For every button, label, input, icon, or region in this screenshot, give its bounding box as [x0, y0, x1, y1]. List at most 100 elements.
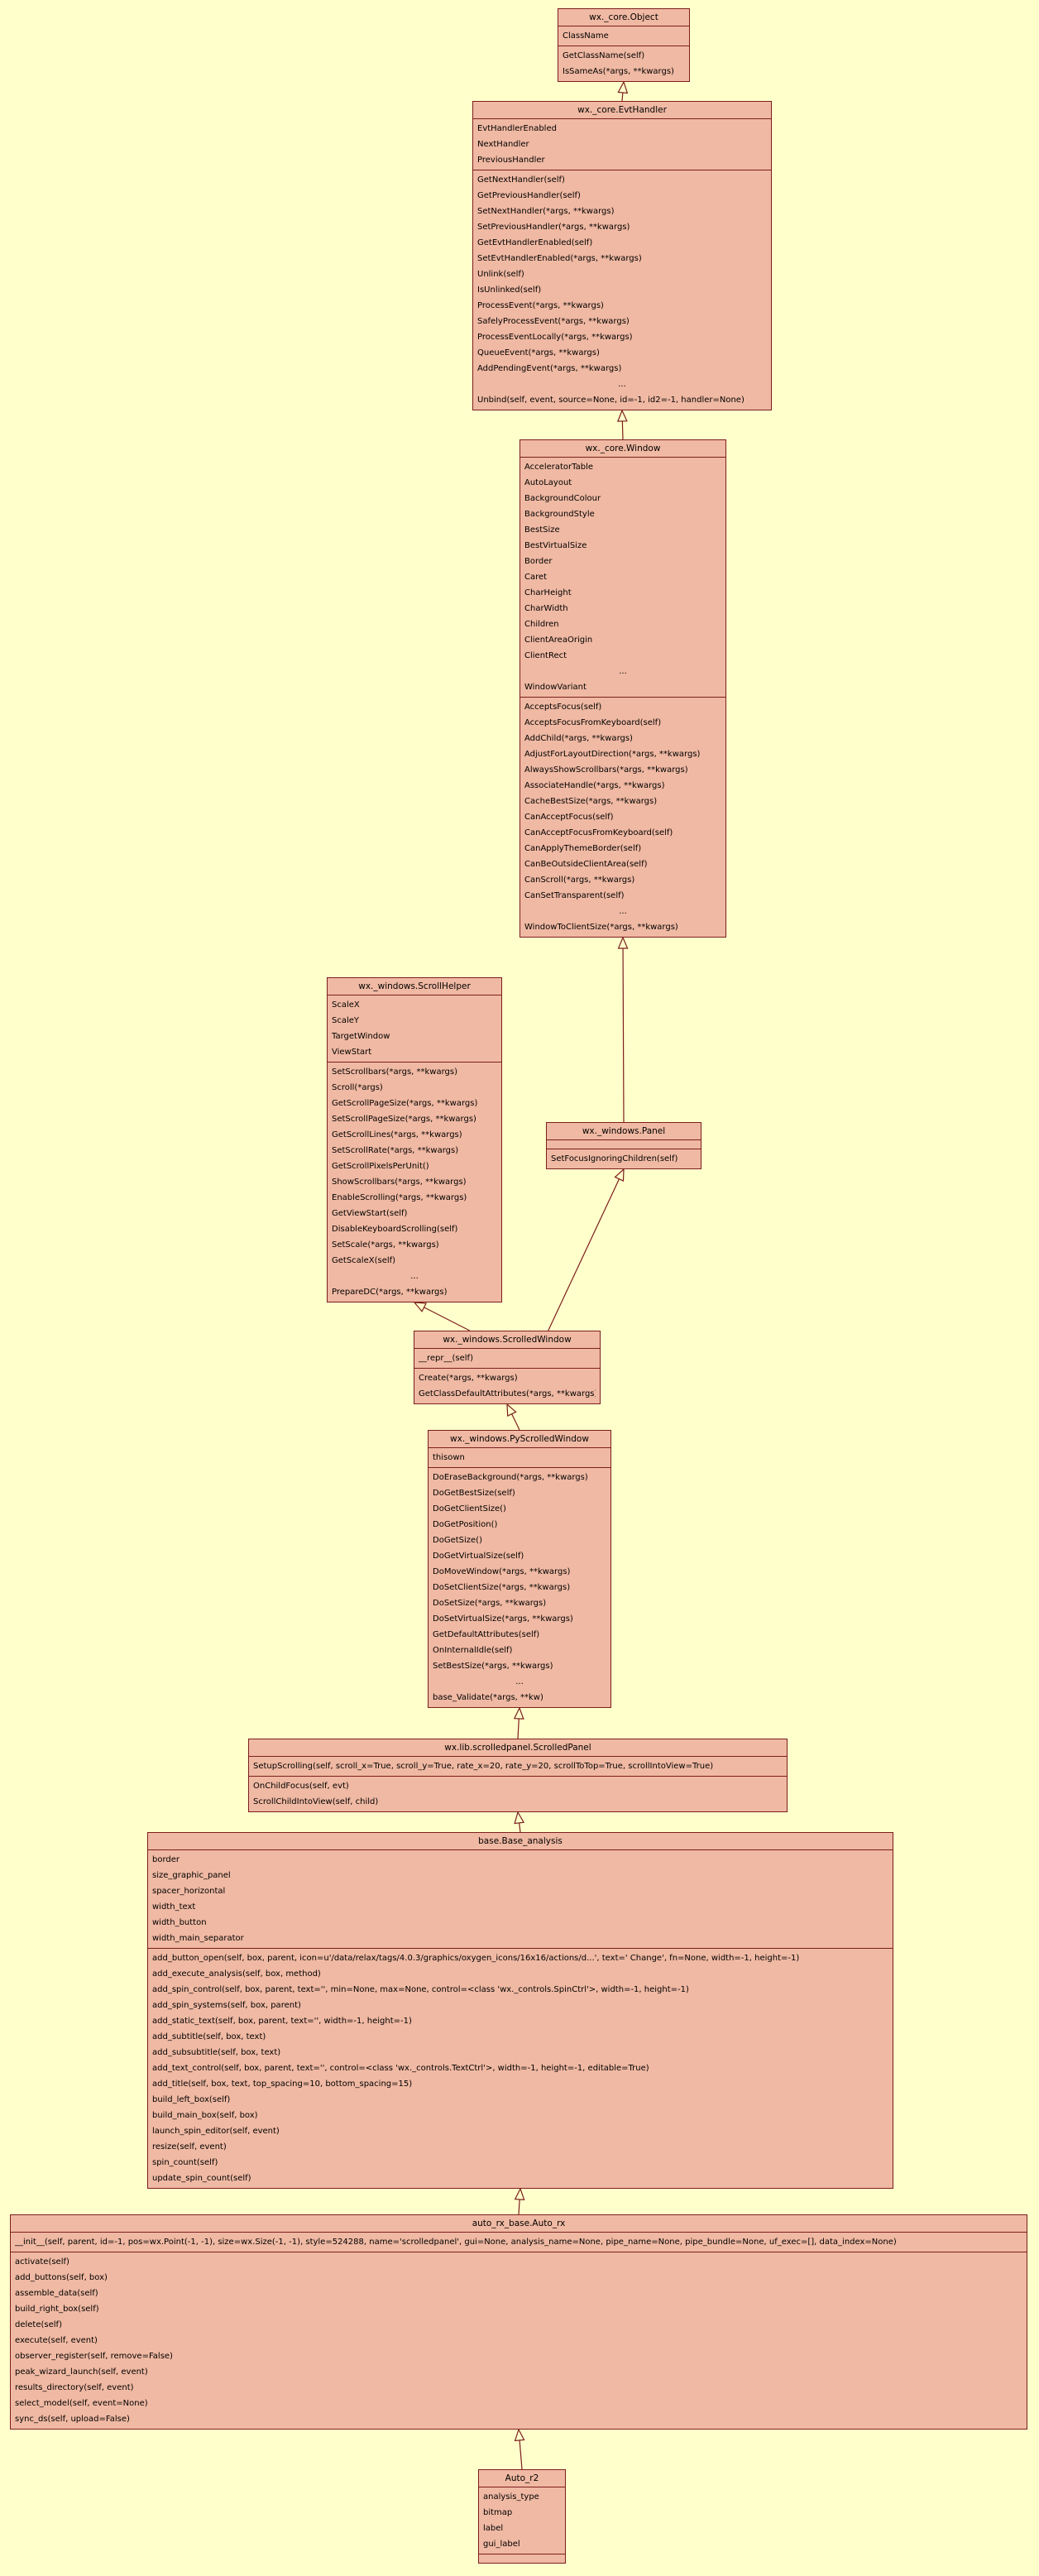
class-compartment: GetNextHandler(self)GetPreviousHandler(s… [473, 170, 771, 410]
member-row: add_static_text(self, box, parent, text=… [152, 2017, 412, 2026]
member-row: PrepareDC(*args, **kwargs) [332, 1288, 448, 1297]
member-row: build_main_box(self, box) [152, 2111, 258, 2120]
class-compartment: AcceptsFocus(self)AcceptsFocusFromKeyboa… [520, 697, 725, 937]
class-compartment [479, 2554, 565, 2563]
member-row: DoMoveWindow(*args, **kwargs) [433, 1567, 571, 1576]
member-row: IsSameAs(*args, **kwargs) [563, 67, 674, 76]
member-row: WindowToClientSize(*args, **kwargs) [524, 923, 678, 932]
inheritance-line [621, 92, 624, 102]
member-row: SetScrollRate(*args, **kwargs) [332, 1146, 459, 1155]
class-auto_rx: auto_rx_base.Auto_rx__init__(self, paren… [10, 2214, 1027, 2430]
member-row: OnInternalIdle(self) [433, 1646, 513, 1655]
member-row: CharWidth [524, 604, 568, 613]
member-row: base_Validate(*args, **kw) [433, 1693, 543, 1702]
class-title: wx._windows.ScrollHelper [358, 981, 471, 991]
member-row: CanScroll(*args, **kwargs) [524, 875, 635, 885]
member-row: assemble_data(self) [15, 2289, 98, 2298]
member-row: BackgroundStyle [524, 510, 595, 519]
member-row: GetScaleX(self) [332, 1256, 396, 1265]
class-compartment: DoEraseBackground(*args, **kwargs)DoGetB… [429, 1467, 610, 1707]
inheritance-line [511, 1413, 520, 1431]
member-row: select_model(self, event=None) [15, 2399, 148, 2408]
member-row: SetupScrolling(self, scroll_x=True, scro… [253, 1762, 714, 1771]
member-row: EvtHandlerEnabled [477, 124, 557, 133]
member-row: build_right_box(self) [15, 2305, 99, 2314]
member-row: DoEraseBackground(*args, **kwargs) [433, 1473, 588, 1482]
member-row: CanApplyThemeBorder(self) [524, 844, 642, 853]
member-row: resize(self, event) [152, 2142, 227, 2151]
member-row: DoGetPosition() [433, 1520, 498, 1529]
inheritance-arrowhead [514, 1811, 525, 1825]
member-row: spacer_horizontal [152, 1887, 226, 1896]
inheritance-arrowhead [514, 2187, 525, 2200]
class-compartment: __repr__(self) [414, 1348, 600, 1368]
class-compartment: SetupScrolling(self, scroll_x=True, scro… [249, 1756, 787, 1776]
member-row: QueueEvent(*args, **kwargs) [477, 348, 600, 357]
inheritance-arrowhead [513, 1706, 524, 1720]
member-row: SetScrollPageSize(*args, **kwargs) [332, 1115, 476, 1124]
member-row: Scroll(*args) [332, 1083, 383, 1092]
member-row: DoSetSize(*args, **kwargs) [433, 1599, 547, 1608]
class-title: wx.lib.scrolledpanel.ScrolledPanel [444, 1743, 591, 1753]
inheritance-line [548, 1178, 620, 1331]
member-row: AdjustForLayoutDirection(*args, **kwargs… [524, 750, 701, 759]
member-row: GetDefaultAttributes(self) [433, 1630, 540, 1639]
member-row: Unlink(self) [477, 270, 524, 279]
member-row: GetScrollPixelsPerUnit() [332, 1162, 429, 1171]
class-title: wx._windows.ScrolledWindow [443, 1335, 572, 1345]
member-row: SetFocusIgnoringChildren(self) [551, 1154, 678, 1163]
member-row: SafelyProcessEvent(*args, **kwargs) [477, 317, 630, 326]
truncation-ellipsis: ... [410, 1272, 419, 1281]
member-row: label [483, 2524, 504, 2533]
truncation-ellipsis: ... [515, 1677, 524, 1686]
member-row: build_left_box(self) [152, 2095, 231, 2104]
member-row: AddPendingEvent(*args, **kwargs) [477, 364, 622, 373]
inheritance-arrowhead [514, 2428, 525, 2442]
member-row: TargetWindow [332, 1032, 390, 1041]
member-row: observer_register(self, remove=False) [15, 2352, 173, 2361]
member-row: CacheBestSize(*args, **kwargs) [524, 797, 658, 806]
truncation-ellipsis: ... [618, 380, 626, 389]
member-row: ClientAreaOrigin [524, 636, 593, 645]
member-row: Create(*args, **kwargs) [419, 1374, 518, 1383]
member-row: AcceptsFocus(self) [524, 703, 602, 712]
member-row: activate(self) [15, 2257, 69, 2267]
member-row: ScaleY [332, 1016, 360, 1025]
member-row: BestVirtualSize [524, 541, 587, 550]
member-row: CanBeOutsideClientArea(self) [524, 860, 648, 869]
member-row: DoSetVirtualSize(*args, **kwargs) [433, 1614, 573, 1624]
class-title: Auto_r2 [505, 2473, 539, 2483]
class-title: wx._windows.Panel [582, 1126, 666, 1136]
member-row: __repr__(self) [419, 1354, 473, 1363]
member-row: BestSize [524, 525, 560, 535]
member-row: IsUnlinked(self) [477, 285, 542, 295]
member-row: GetViewStart(self) [332, 1209, 408, 1218]
member-row: update_spin_count(self) [152, 2174, 251, 2183]
member-row: SetNextHandler(*args, **kwargs) [477, 207, 615, 216]
member-row: results_directory(self, event) [15, 2383, 134, 2392]
inheritance-arrowhead [614, 1168, 625, 1182]
member-row: gui_label [483, 2540, 520, 2549]
member-row: DisableKeyboardScrolling(self) [332, 1225, 458, 1234]
member-row: execute(self, event) [15, 2336, 98, 2345]
member-row: size_graphic_panel [152, 1871, 231, 1880]
member-row: AddChild(*args, **kwargs) [524, 734, 633, 743]
member-row: PreviousHandler [477, 156, 545, 165]
inheritance-arrowhead [506, 1403, 517, 1418]
member-row: thisown [433, 1453, 465, 1462]
member-row: add_subsubtitle(self, box, text) [152, 2048, 281, 2057]
member-row: CharHeight [524, 588, 572, 597]
class-compartment: SetScrollbars(*args, **kwargs)Scroll(*ar… [328, 1062, 501, 1302]
member-row: bitmap [483, 2508, 513, 2517]
member-row: __init__(self, parent, id=-1, pos=wx.Poi… [15, 2238, 897, 2247]
member-row: ProcessEventLocally(*args, **kwargs) [477, 333, 633, 342]
member-row: EnableScrolling(*args, **kwargs) [332, 1193, 467, 1202]
truncation-ellipsis: ... [619, 667, 627, 676]
class-title: wx._windows.PyScrolledWindow [450, 1434, 589, 1444]
